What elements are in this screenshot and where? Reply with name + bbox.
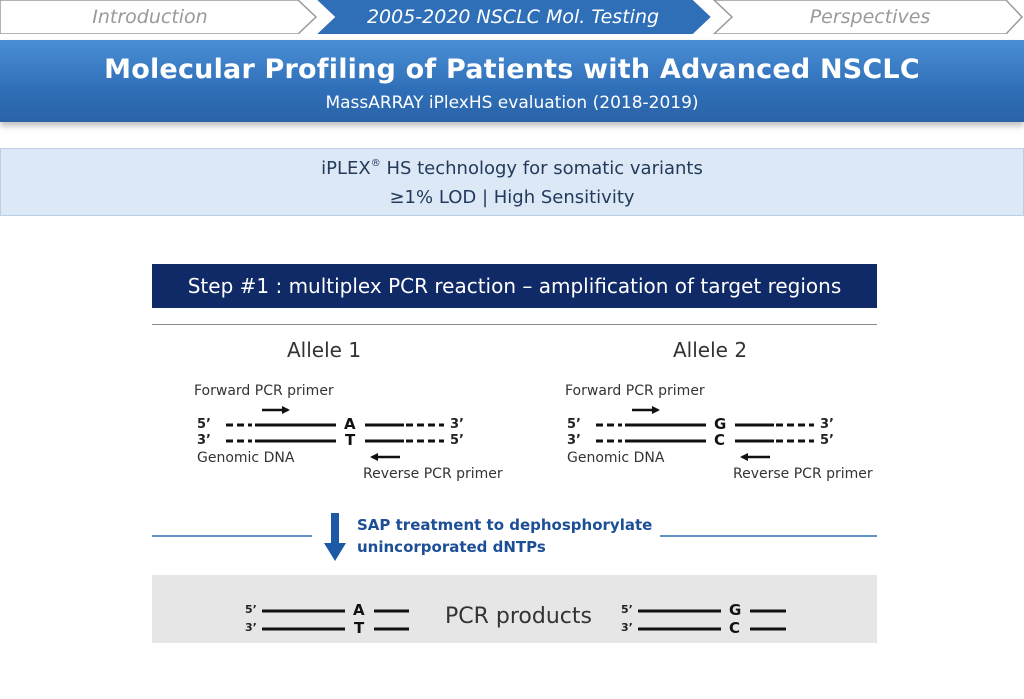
allele-2-top-5prime: 5’ bbox=[567, 417, 581, 432]
allele-2-bottom-base: C bbox=[714, 431, 726, 449]
registered-mark: ® bbox=[370, 158, 381, 169]
breadcrumb-step-intro-shape bbox=[0, 0, 318, 34]
allele-2-strands bbox=[596, 406, 814, 461]
allele-1-bottom-base: T bbox=[345, 431, 356, 449]
product-left-bottom-base: T bbox=[354, 619, 365, 637]
info-brand: iPLEX bbox=[321, 158, 371, 179]
allele-1-top-5prime: 5’ bbox=[197, 417, 211, 432]
allele-2-bottom-5prime: 5’ bbox=[820, 433, 834, 448]
allele-2-top-base: G bbox=[714, 415, 727, 433]
info-line-technology: iPLEX® HS technology for somatic variant… bbox=[1, 158, 1023, 179]
sap-treatment-note: SAP treatment to dephosphorylate unincor… bbox=[357, 514, 652, 558]
allele-1-bottom-3prime: 3’ bbox=[197, 433, 211, 448]
allele-1-top-3prime: 3’ bbox=[450, 417, 464, 432]
allele-1-bottom-5prime: 5’ bbox=[450, 433, 464, 448]
allele-1-reverse-primer-label: Reverse PCR primer bbox=[363, 466, 503, 482]
breadcrumb-shapes bbox=[0, 0, 1024, 34]
step-divider bbox=[152, 324, 877, 325]
allele-1-title: Allele 1 bbox=[287, 338, 362, 362]
breadcrumb-step-perspectives-shape bbox=[712, 0, 1024, 34]
down-arrow-icon bbox=[324, 513, 346, 561]
pcr-products-band bbox=[152, 575, 877, 643]
header-banner: Molecular Profiling of Patients with Adv… bbox=[0, 40, 1024, 122]
product-right-bottom-base: C bbox=[729, 619, 741, 637]
allele-2-genomic-dna-label: Genomic DNA bbox=[567, 450, 665, 466]
product-left-3prime: 3’ bbox=[245, 621, 257, 634]
step-title-bar: Step #1 : multiplex PCR reaction – ampli… bbox=[152, 264, 877, 308]
product-right-5prime: 5’ bbox=[621, 603, 633, 616]
allele-2-title: Allele 2 bbox=[673, 338, 748, 362]
technology-info-box: iPLEX® HS technology for somatic variant… bbox=[0, 148, 1024, 216]
product-right-top-base: G bbox=[729, 601, 742, 619]
allele-1-top-base: A bbox=[344, 415, 356, 433]
breadcrumb-item-perspectives[interactable]: Perspectives bbox=[809, 6, 931, 28]
sap-line-2: unincorporated dNTPs bbox=[357, 538, 546, 556]
sap-line-1: SAP treatment to dephosphorylate bbox=[357, 516, 653, 534]
page-subtitle: MassARRAY iPlexHS evaluation (2018-2019) bbox=[325, 93, 699, 113]
allele-2-top-3prime: 3’ bbox=[820, 417, 834, 432]
breadcrumb-item-introduction[interactable]: Introduction bbox=[92, 6, 208, 28]
allele-2-reverse-primer-label: Reverse PCR primer bbox=[733, 466, 873, 482]
allele-2-bottom-3prime: 3’ bbox=[567, 433, 581, 448]
product-left-top-base: A bbox=[353, 601, 365, 619]
breadcrumb-step-active-shape bbox=[317, 0, 711, 34]
allele-1-forward-primer-label: Forward PCR primer bbox=[194, 383, 334, 399]
product-right-3prime: 3’ bbox=[621, 621, 633, 634]
page-title: Molecular Profiling of Patients with Adv… bbox=[104, 54, 920, 85]
product-left-5prime: 5’ bbox=[245, 603, 257, 616]
breadcrumb-item-nsclc-testing[interactable]: 2005-2020 NSCLC Mol. Testing bbox=[366, 6, 660, 28]
info-technology-text: HS technology for somatic variants bbox=[380, 158, 703, 179]
pcr-products-label: PCR products bbox=[445, 604, 592, 629]
progress-breadcrumb: Introduction 2005-2020 NSCLC Mol. Testin… bbox=[0, 0, 1024, 34]
allele-1-strands bbox=[226, 406, 444, 461]
info-line-sensitivity: ≥1% LOD | High Sensitivity bbox=[389, 187, 635, 208]
allele-2-forward-primer-label: Forward PCR primer bbox=[565, 383, 705, 399]
allele-1-genomic-dna-label: Genomic DNA bbox=[197, 450, 295, 466]
